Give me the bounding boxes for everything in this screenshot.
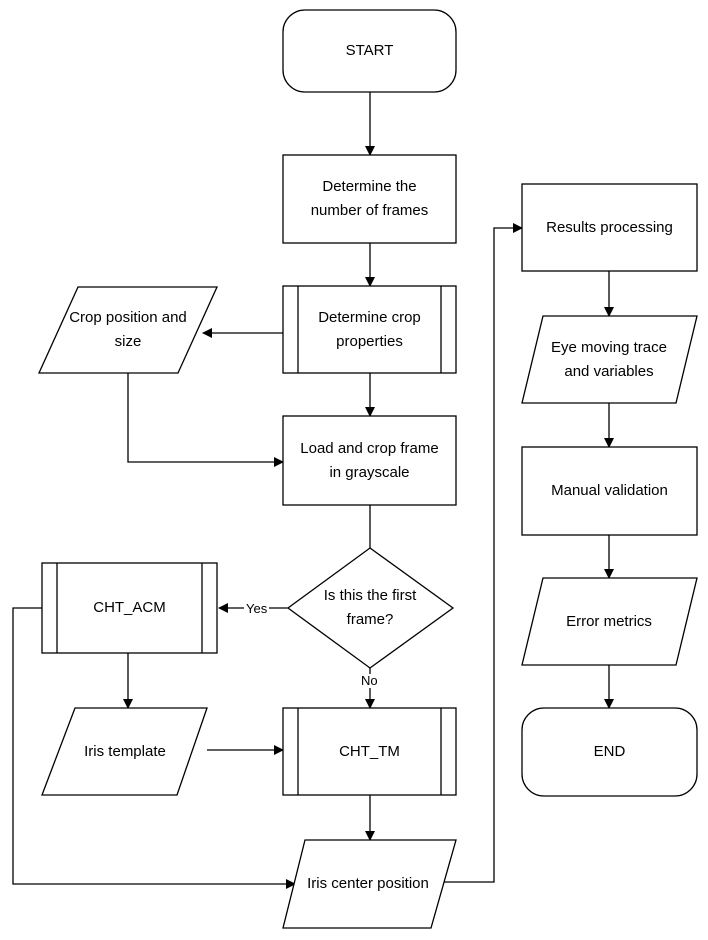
cht-tm-label: CHT_TM <box>339 742 400 760</box>
determine-crop-label: Determine crop properties <box>318 308 421 350</box>
edge-acm-to-iris-center <box>12 607 296 889</box>
error-metrics-data <box>521 577 698 666</box>
manual-validation-label: Manual validation <box>551 482 668 499</box>
load-crop-process <box>282 415 457 506</box>
iris-template-label: Iris template <box>84 742 166 760</box>
determine-frames-process <box>282 154 457 244</box>
iris-center-label: Iris center position <box>307 875 429 892</box>
determine-crop-subprocess <box>282 285 457 374</box>
eye-trace-data <box>521 315 698 404</box>
cht-acm-label: CHT_ACM <box>93 599 166 616</box>
edge-iris-center-to-results <box>443 223 523 883</box>
cht-tm-subprocess <box>282 707 457 796</box>
iris-center-data <box>282 839 457 929</box>
first-frame-decision <box>286 547 455 669</box>
start-label: START <box>345 42 394 59</box>
start-terminator <box>282 9 457 93</box>
load-crop-label: Load and crop frame in grayscale <box>300 439 439 481</box>
end-label: END <box>593 743 626 760</box>
cht-acm-subprocess <box>41 562 218 654</box>
end-terminator <box>521 707 698 797</box>
crop-position-label: Crop position and size <box>69 309 187 350</box>
determine-frames-label: Determine the number of frames <box>310 178 429 219</box>
eye-trace-label: Eye moving trace and variables <box>551 338 667 380</box>
results-processing-label: Results processing <box>546 218 673 236</box>
crop-position-data <box>37 286 219 374</box>
manual-validation-process <box>521 446 698 536</box>
yes-edge-label: Yes <box>244 601 270 616</box>
no-edge-label: No <box>359 673 380 688</box>
decision-label: Is this the first frame? <box>323 587 417 628</box>
results-processing-process <box>521 183 698 272</box>
edge-crop-pos-to-load <box>127 373 284 467</box>
error-metrics-label: Error metrics <box>566 612 652 630</box>
iris-template-data <box>41 707 208 796</box>
